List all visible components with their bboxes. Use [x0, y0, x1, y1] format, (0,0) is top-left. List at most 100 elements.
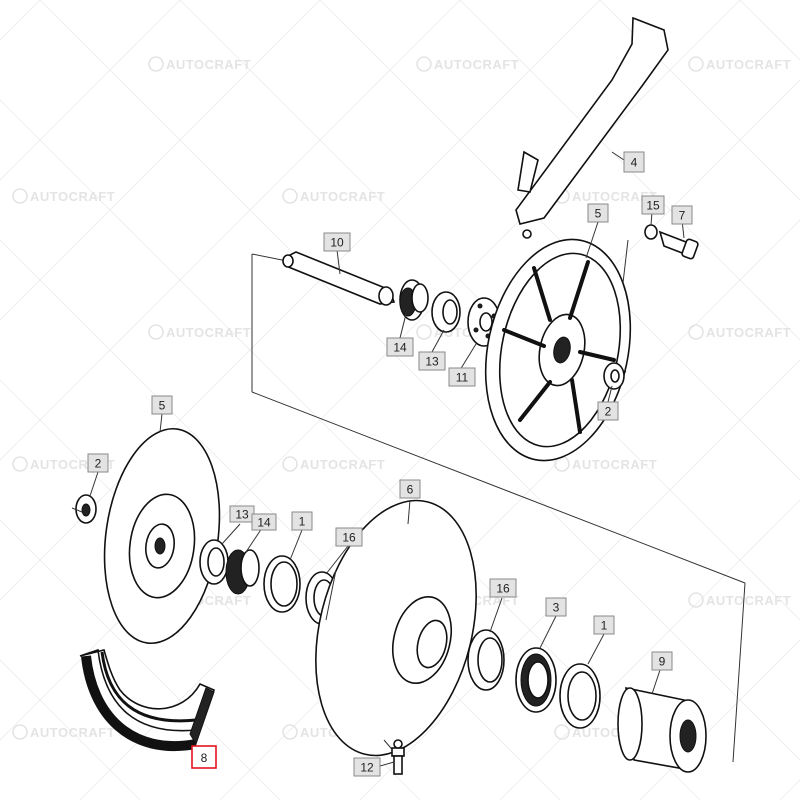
- part-ring-mid: [199, 539, 229, 585]
- part-pulley-top: [484, 238, 632, 462]
- svg-text:13: 13: [235, 508, 249, 522]
- watermark-grid-line: [779, 779, 800, 800]
- watermark-grid-line: [0, 519, 281, 800]
- part-v-belt: [79, 648, 216, 751]
- callout-10[interactable]: 10: [323, 232, 351, 252]
- callout-4[interactable]: 4: [623, 151, 645, 173]
- callout-15[interactable]: 15: [641, 195, 665, 215]
- watermark-text: AUTOCRAFT: [300, 189, 385, 204]
- watermark-text: AUTOCRAFT: [434, 57, 519, 72]
- watermark-logo: AUTOCRAFT: [148, 56, 251, 72]
- callout-1-mid[interactable]: 1: [291, 511, 313, 531]
- leader-lines: [89, 151, 685, 767]
- callout-13-mid[interactable]: 13: [229, 505, 255, 523]
- part-pulley-lower: [103, 427, 221, 645]
- watermark-logo: AUTOCRAFT: [688, 324, 791, 340]
- callout-9[interactable]: 9: [651, 651, 673, 671]
- part-hub-cylinder: [617, 686, 707, 773]
- watermark-grid-line: [0, 0, 321, 321]
- watermark-grid-line: [739, 0, 800, 61]
- callout-1-lower[interactable]: 1: [593, 615, 615, 635]
- watermark-logo: AUTOCRAFT: [282, 456, 385, 472]
- watermark-logo: AUTOCRAFT: [688, 592, 791, 608]
- svg-text:6: 6: [407, 483, 414, 497]
- watermark-logo: AUTOCRAFT: [12, 724, 115, 740]
- callout-14-top[interactable]: 14: [386, 337, 414, 357]
- callout-11[interactable]: 11: [448, 367, 476, 387]
- watermark-grid-line: [599, 0, 800, 201]
- watermark-logo: AUTOCRAFT: [148, 324, 251, 340]
- part-seal-top: [603, 362, 625, 390]
- callout-5-lower[interactable]: 5: [151, 395, 173, 415]
- watermark-grid-line: [319, 0, 800, 481]
- svg-text:12: 12: [360, 761, 374, 775]
- watermark-text: AUTOCRAFT: [166, 325, 251, 340]
- part-seal-lower: [71, 494, 97, 524]
- watermark-logo-icon: [416, 324, 432, 340]
- watermark-logo: AUTOCRAFT: [282, 188, 385, 204]
- callout-6[interactable]: 6: [399, 479, 421, 499]
- callout-3[interactable]: 3: [545, 597, 567, 617]
- part-race-mid: [263, 555, 301, 613]
- watermark-logo-icon: [12, 456, 28, 472]
- callout-7[interactable]: 7: [671, 205, 693, 225]
- part-ring-top: [431, 291, 461, 333]
- watermark-text: AUTOCRAFT: [300, 457, 385, 472]
- watermark-text: AUTOCRAFT: [572, 457, 657, 472]
- watermark-logo-icon: [554, 724, 570, 740]
- part-bearing-top: [399, 279, 429, 321]
- svg-text:11: 11: [456, 371, 469, 385]
- svg-text:13: 13: [425, 355, 439, 369]
- svg-text:1: 1: [601, 619, 608, 633]
- watermark-text: AUTOCRAFT: [166, 57, 251, 72]
- watermark-grid-line: [639, 639, 800, 800]
- watermark-grid-line: [79, 79, 800, 800]
- part-pulley-half: [315, 499, 477, 757]
- watermark-grid-line: [0, 0, 181, 181]
- watermark-logo-icon: [416, 56, 432, 72]
- svg-text:1: 1: [299, 515, 306, 529]
- callout-13-top[interactable]: 13: [418, 351, 446, 371]
- callout-14-mid[interactable]: 14: [251, 513, 277, 531]
- callout-8-highlighted[interactable]: 8: [191, 745, 217, 769]
- watermark-text: AUTOCRAFT: [30, 725, 115, 740]
- watermark-logo: AUTOCRAFT: [416, 56, 519, 72]
- part-shaft: [282, 251, 396, 306]
- part-race-lower: [559, 663, 601, 729]
- svg-text:4: 4: [631, 156, 638, 170]
- watermark-logo-icon: [282, 456, 298, 472]
- svg-text:16: 16: [496, 582, 510, 596]
- callout-2-lower[interactable]: 2: [87, 453, 109, 473]
- watermark-logo-icon: [282, 724, 298, 740]
- part-grease-nipple: [391, 739, 405, 775]
- watermark-text: AUTOCRAFT: [30, 189, 115, 204]
- callout-16-lower[interactable]: 16: [489, 578, 517, 598]
- part-grooved-ring: [515, 647, 557, 713]
- watermark-text: AUTOCRAFT: [706, 593, 791, 608]
- part-sleeve-lower: [467, 629, 505, 691]
- callout-12[interactable]: 12: [353, 757, 381, 777]
- callout-2-top[interactable]: 2: [597, 401, 619, 421]
- callout-labels: 4 15 7 5 10 14 13 11 2 5 2: [87, 151, 693, 777]
- svg-text:8: 8: [201, 751, 208, 765]
- svg-text:2: 2: [95, 457, 102, 471]
- callout-16-mid[interactable]: 16: [335, 527, 363, 547]
- part-bolt: [644, 224, 699, 260]
- watermark-grid-line: [499, 499, 800, 800]
- assembly-outline: [251, 239, 746, 763]
- watermark-text: AUTOCRAFT: [706, 325, 791, 340]
- watermark-logo: AUTOCRAFT: [688, 56, 791, 72]
- watermark-logo: AUTOCRAFT: [12, 188, 115, 204]
- watermark-grid-line: [0, 99, 701, 800]
- svg-text:14: 14: [393, 341, 407, 355]
- watermark-grid-line: [0, 0, 601, 601]
- svg-text:7: 7: [679, 209, 686, 223]
- svg-text:2: 2: [605, 405, 612, 419]
- callout-5-top[interactable]: 5: [587, 203, 609, 223]
- watermark-logo-icon: [12, 724, 28, 740]
- watermark-grid-line: [0, 379, 421, 800]
- watermark-grid-line: [39, 0, 800, 761]
- svg-text:3: 3: [553, 601, 560, 615]
- watermark-logo-icon: [12, 188, 28, 204]
